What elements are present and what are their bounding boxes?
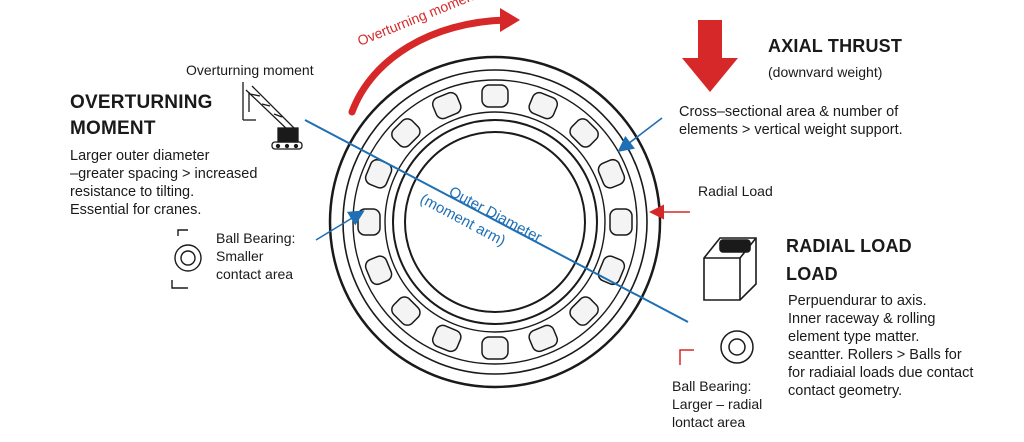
radial-heading-line1: RADIAL LOAD xyxy=(786,236,912,256)
radial-line: Inner raceway & rolling xyxy=(788,311,936,327)
radial-description: Perpuendurar to axis. Inner raceway & ro… xyxy=(788,292,973,400)
roller-element xyxy=(364,255,393,286)
crane-icon xyxy=(242,82,303,150)
overturning-arrow-head xyxy=(500,8,520,32)
overturning-description: Larger outer diameter –greater spacing >… xyxy=(70,147,257,219)
inner-ring-outer-edge xyxy=(392,119,598,325)
roller-element xyxy=(481,336,509,360)
left-bearing-line: Ball Bearing: xyxy=(216,230,296,246)
roller-element xyxy=(528,324,559,353)
roller-element xyxy=(569,296,599,326)
overturning-heading-line2: MOMENT xyxy=(70,118,156,139)
roller-element xyxy=(364,158,393,189)
roller-element xyxy=(391,118,421,148)
bore xyxy=(404,131,586,313)
axial-line: Cross–sectional area & number of xyxy=(679,104,899,120)
overturning-line: resistance to tilting. xyxy=(70,184,195,200)
roller-element xyxy=(431,91,462,120)
axial-description: Cross–sectional area & number of element… xyxy=(679,103,903,139)
overturning-caption: Overturning moment xyxy=(186,62,314,78)
left-bearing-line: contact area xyxy=(216,266,294,282)
inner-raceway xyxy=(384,111,606,333)
overturning-line: Essential for cranes. xyxy=(70,202,202,218)
right-bearing-line: Ball Bearing: xyxy=(672,378,752,394)
roller-element xyxy=(609,208,633,236)
roller-element xyxy=(481,84,509,108)
down-arrow-icon xyxy=(682,20,738,92)
moment-arm-line xyxy=(304,119,689,323)
roller-element xyxy=(391,296,421,326)
roller-element xyxy=(597,158,626,189)
roller-element xyxy=(431,324,462,353)
right-bearing-label: Ball Bearing: Larger – radial lontact ar… xyxy=(672,377,762,431)
overturning-line: –greater spacing > increased xyxy=(70,166,258,182)
radial-line: seantter. Rollers > Balls for xyxy=(788,347,962,363)
small-ball-bearing-icon xyxy=(171,229,202,289)
large-ball-bearing-icon xyxy=(720,330,754,364)
roller-element-icon xyxy=(703,237,757,301)
overturning-heading-line1: OVERTURNING xyxy=(70,92,213,113)
right-bearing-bracket xyxy=(679,349,694,365)
radial-heading-line2: LOAD xyxy=(786,264,838,284)
radial-line: element type matter. xyxy=(788,329,920,345)
radial-line: for radiaial loads due contact xyxy=(788,365,974,381)
axial-line: elements > vertical weight support. xyxy=(679,122,903,138)
right-bearing-line: Larger – radial xyxy=(672,396,763,412)
axial-heading: AXIAL THRUST xyxy=(768,36,903,56)
radial-line: Perpuendurar to axis. xyxy=(788,293,927,309)
roller-element xyxy=(528,91,559,120)
axial-pointer-arrow xyxy=(617,117,663,152)
rolling-elements xyxy=(357,84,633,360)
radial-arrow-label: Radial Load xyxy=(698,183,773,199)
left-bearing-line: Smaller xyxy=(216,248,264,264)
outer-ring-outer-edge xyxy=(328,55,662,389)
outer-ring-inner-edge xyxy=(342,69,648,375)
right-bearing-line: lontact area xyxy=(672,414,746,430)
overturning-line: Larger outer diameter xyxy=(70,148,210,164)
roller-element xyxy=(569,118,599,148)
left-bearing-label: Ball Bearing: Smaller contact area xyxy=(216,229,295,283)
overturning-moment-arrow xyxy=(348,16,510,116)
axial-subheading: (downvard weight) xyxy=(768,64,883,80)
radial-heading: RADIAL LOAD LOAD xyxy=(786,232,912,288)
overturning-heading: OVERTURNING MOMENT xyxy=(70,90,213,142)
radial-line: contact geometry. xyxy=(788,383,903,399)
bearing-cross-section xyxy=(328,55,662,389)
left-bearing-pointer-arrow xyxy=(315,210,365,241)
